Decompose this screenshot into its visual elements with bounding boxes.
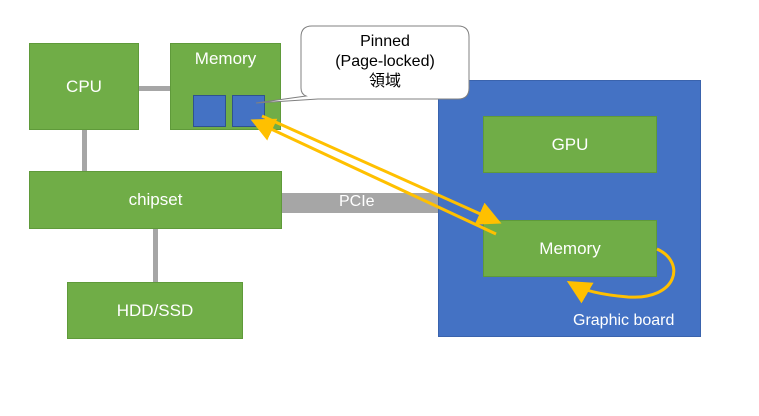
pcie-bus <box>282 193 440 213</box>
pcie-label: PCIe <box>339 193 375 210</box>
cpu-label: CPU <box>66 76 102 96</box>
callout-line-3: 領域 <box>368 73 401 90</box>
memory-cell-pageable <box>193 95 226 127</box>
device-memory-box: Memory <box>483 220 657 277</box>
pinned-callout-text: Pinned (Page-locked) 領域 <box>301 32 469 92</box>
cpu-box: CPU <box>29 43 139 130</box>
transfer-arrow-to-device <box>261 114 502 225</box>
pinned-callout-bubble <box>255 25 470 104</box>
cpu-memory-bus <box>138 86 172 91</box>
cpu-chipset-bus <box>82 130 87 172</box>
device-memory-label: Memory <box>539 238 601 258</box>
storage-box: HDD/SSD <box>67 282 243 339</box>
storage-label: HDD/SSD <box>116 300 194 320</box>
gpu-box: GPU <box>483 116 657 173</box>
chipset-box: chipset <box>29 171 282 229</box>
graphic-board-label: Graphic board <box>573 312 675 329</box>
callout-line-2: (Page-locked) <box>335 53 435 70</box>
gpu-label: GPU <box>551 134 589 154</box>
device-memory-loop-arrow <box>566 247 676 304</box>
host-memory-label: Memory <box>194 49 257 68</box>
chipset-label: chipset <box>128 190 183 209</box>
transfer-arrow-to-host <box>250 118 497 236</box>
callout-line-1: Pinned <box>360 33 410 50</box>
chipset-storage-bus <box>153 228 158 283</box>
